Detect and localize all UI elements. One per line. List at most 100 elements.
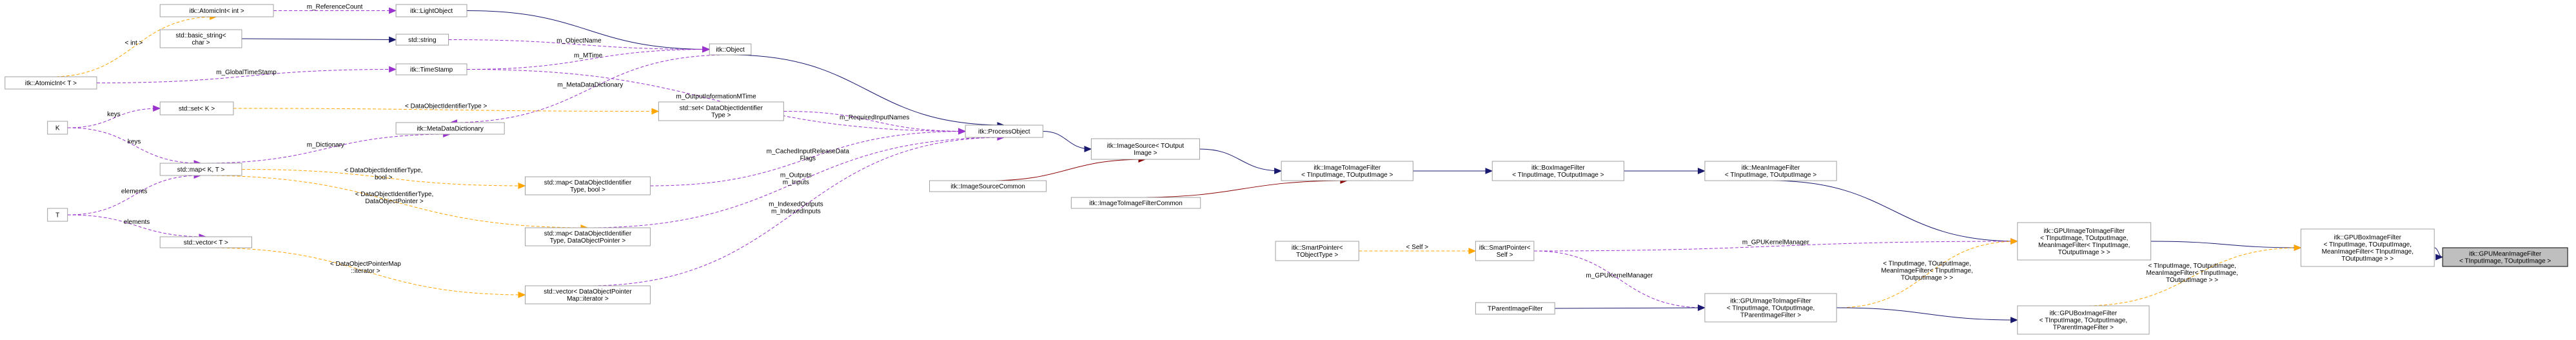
class-node-imagetoimagefiltercommon[interactable]: itk::ImageToImageFilterCommon [1070, 197, 1201, 209]
class-node-label-vector_dop: Map::iterator > [567, 295, 609, 303]
class-node-vector_dop[interactable]: std::vector< DataObjectPointerMap::itera… [525, 285, 651, 305]
class-node-box-set_k [159, 101, 234, 115]
edge-map_bool-to-processobject [650, 128, 967, 186]
class-node-tparentimagefilter[interactable]: TParentImageFilter [1475, 302, 1555, 315]
edge-gpuimagetoimagefilter_tp-to-gpuimagetoimagefilter_sp [1836, 238, 2018, 308]
edge-timestamp-to-object [467, 46, 711, 70]
edge-label-timestamp-to-object: m_MTime [574, 52, 603, 59]
edge-label-gpuimagetoimagefilter_tp-to-gpuimagetoimagefilter_sp: < TInputImage, TOutputImage, [1883, 261, 1971, 268]
class-node-box-atomicint_int [159, 4, 274, 17]
edge-label-gpuboximagefilter_tp-to-gpuboximagefilter_mean: TOutputImage > > [2166, 277, 2218, 284]
class-node-box-imagesource [1090, 138, 1200, 160]
class-node-map_dop[interactable]: std::map< DataObjectIdentifierType, Data… [525, 227, 651, 246]
class-node-map_k_t[interactable]: std::map< K, T > [159, 163, 242, 176]
class-node-gpuimagetoimagefilter_sp[interactable]: itk::GPUImageToImageFilter< TInputImage,… [2017, 222, 2152, 261]
edge-gpuimagetoimagefilter_sp-to-gpuboximagefilter_mean [2150, 241, 2302, 251]
class-node-vector_t[interactable]: std::vector< T > [159, 236, 252, 248]
class-node-box-map_k_t [159, 163, 242, 176]
class-node-box-t [47, 208, 68, 222]
class-node-label-smartpointer_self: itk::SmartPointer< [1479, 245, 1531, 252]
class-node-k[interactable]: K [47, 121, 68, 135]
class-node-label-gpuboximagefilter_mean: TOutputImage > > [2341, 255, 2394, 263]
class-node-set_doid[interactable]: std::set< DataObjectIdentifierType > [658, 101, 784, 121]
edge-label-vector_t-to-vector_dop: ::iterator > [351, 268, 380, 275]
class-node-label-smartpointer_self: Self > [1497, 252, 1513, 259]
class-node-box-smartpointer_self [1475, 241, 1535, 261]
edge-label-map_dop-to-processobject: m_Inputs [783, 179, 809, 186]
class-node-metadatadictionary[interactable]: itk::MetaDataDictionary [395, 122, 505, 135]
class-node-label-timestamp: itk::TimeStamp [410, 66, 453, 74]
class-node-gpuboximagefilter_mean[interactable]: itk::GPUBoxImageFilter< TInputImage, TOu… [2300, 228, 2435, 267]
class-node-smartpointer_tobj[interactable]: itk::SmartPointer<TObjectType > [1275, 241, 1359, 261]
class-node-lightobject[interactable]: itk::LightObject [395, 4, 467, 17]
class-node-label-boximagefilter: itk::BoxImageFilter [1531, 165, 1585, 172]
class-node-label-atomicint_int: itk::AtomicInt< int > [190, 8, 244, 15]
edge-smartpointer_self-to-gpuimagetoimagefilter_tp [1533, 250, 1706, 311]
class-node-imagesource[interactable]: itk::ImageSource< TOutputImage > [1090, 138, 1200, 160]
nodes-layer: itk::AtomicInt< int >itk::AtomicInt< T >… [5, 4, 2568, 335]
class-node-label-string: std::string [408, 37, 436, 44]
edge-label-object-to-metadatadictionary: m_MetaDataDictionary [557, 82, 623, 89]
class-node-object[interactable]: itk::Object [709, 43, 752, 55]
edge-label-map_k_t-to-map_dop: < DataObjectIdentifierType, [355, 191, 433, 198]
class-node-label-gpuimagetoimagefilter_sp: itk::GPUImageToImageFilter [2043, 228, 2125, 235]
class-node-label-k: K [55, 125, 60, 132]
class-node-label-map_bool: std::map< DataObjectIdentifier [544, 179, 632, 186]
class-node-label-set_doid: Type > [711, 112, 731, 119]
class-node-timestamp[interactable]: itk::TimeStamp [395, 63, 467, 75]
class-node-label-imagetoimagefilter: itk::ImageToImageFilter [1313, 165, 1381, 172]
edge-label-atomicint_t-to-atomicint_int: < int > [125, 40, 143, 47]
class-node-label-vector_t: std::vector< T > [184, 239, 228, 246]
class-node-label-gpuimagetoimagefilter_tp: TParentImageFilter > [1740, 312, 1801, 319]
class-node-imagesourcecommon[interactable]: itk::ImageSourceCommon [929, 180, 1047, 192]
edge-label-t-to-map_k_t: elements [121, 188, 148, 195]
edge-string-to-object [448, 39, 711, 53]
class-node-label-smartpointer_tobj: TObjectType > [1296, 252, 1338, 259]
class-node-smartpointer_self[interactable]: itk::SmartPointer<Self > [1475, 241, 1535, 261]
class-node-meanimagefilter[interactable]: itk::MeanImageFilter< TInputImage, TOutp… [1704, 161, 1837, 181]
class-node-string[interactable]: std::string [395, 34, 449, 46]
edge-map_dop-to-processobject [587, 134, 1005, 228]
class-node-label-gpuimagetoimagefilter_sp: MeanImageFilter< TInputImage, [2038, 242, 2130, 249]
class-node-gpuboximagefilter_tp[interactable]: itk::GPUBoxImageFilter< TInputImage, TOu… [2017, 305, 2150, 335]
class-node-label-vector_dop: std::vector< DataObjectPointer [544, 288, 632, 295]
class-node-set_k[interactable]: std::set< K > [159, 101, 234, 115]
edge-imagesourcecommon-to-imagesource [988, 156, 1146, 181]
class-node-box-processobject [965, 125, 1043, 138]
class-node-label-metadatadictionary: itk::MetaDataDictionary [417, 126, 483, 133]
class-node-box-gpuboximagefilter_mean [2300, 228, 2435, 267]
class-node-processobject[interactable]: itk::ProcessObject [965, 125, 1043, 138]
class-node-box-vector_t [159, 236, 252, 248]
class-node-box-imagesourcecommon [929, 180, 1047, 192]
class-node-label-t: T [55, 212, 59, 219]
class-node-label-set_doid: std::set< DataObjectIdentifier [680, 105, 763, 112]
class-node-box-vector_dop [525, 285, 651, 305]
class-node-box-basic_string [159, 29, 242, 48]
class-node-atomicint_t[interactable]: itk::AtomicInt< T > [5, 76, 97, 90]
edge-label-smartpointer_self-to-gpuimagetoimagefilter_sp: m_GPUKernelManager [1742, 239, 1810, 246]
class-node-label-gpuboximagefilter_tp: itk::GPUBoxImageFilter [2050, 310, 2118, 317]
class-node-label-imagesource: itk::ImageSource< TOutput [1107, 143, 1185, 150]
class-node-label-map_dop: std::map< DataObjectIdentifier [544, 230, 632, 237]
class-node-basic_string[interactable]: std::basic_string<char > [159, 29, 242, 48]
class-node-map_bool[interactable]: std::map< DataObjectIdentifierType, bool… [525, 176, 651, 195]
class-node-boximagefilter[interactable]: itk::BoxImageFilter< TInputImage, TOutpu… [1491, 161, 1625, 181]
class-node-label-gpumeanimagefilter: itk::GPUMeanImageFilter [2469, 251, 2542, 258]
edge-t-to-vector_t [67, 214, 207, 240]
edge-label-map_k_t-to-map_dop: DataObjectPointer > [365, 198, 423, 205]
class-node-gpuimagetoimagefilter_tp[interactable]: itk::GPUImageToImageFilter< TInputImage,… [1704, 293, 1837, 323]
edges-layer: m_ReferenceCount< int >m_GlobalTimeStamp… [50, 4, 2444, 323]
edge-t-to-map_k_t [67, 172, 202, 215]
edge-label-vector_dop-to-processobject: m_IndexedOutputs [769, 201, 823, 208]
class-node-label-map_k_t: std::map< K, T > [177, 166, 225, 174]
class-node-imagetoimagefilter[interactable]: itk::ImageToImageFilter< TInputImage, TO… [1281, 161, 1413, 181]
class-node-atomicint_int[interactable]: itk::AtomicInt< int > [159, 4, 274, 17]
edge-label-smartpointer_self-to-gpuimagetoimagefilter_tp: m_GPUKernelManager [1586, 272, 1653, 279]
class-node-box-metadatadictionary [395, 122, 505, 135]
edge-label-vector_t-to-vector_dop: < DataObjectPointerMap [330, 261, 401, 268]
edge-label-vector_dop-to-processobject: m_IndexedInputs [771, 208, 821, 215]
class-node-t[interactable]: T [47, 208, 68, 222]
class-node-gpumeanimagefilter[interactable]: itk::GPUMeanImageFilter< TInputImage, TO… [2442, 247, 2568, 267]
edge-set_k-to-set_doid [233, 108, 660, 115]
class-node-label-gpuboximagefilter_tp: < TInputImage, TOutputImage, [2040, 317, 2127, 325]
